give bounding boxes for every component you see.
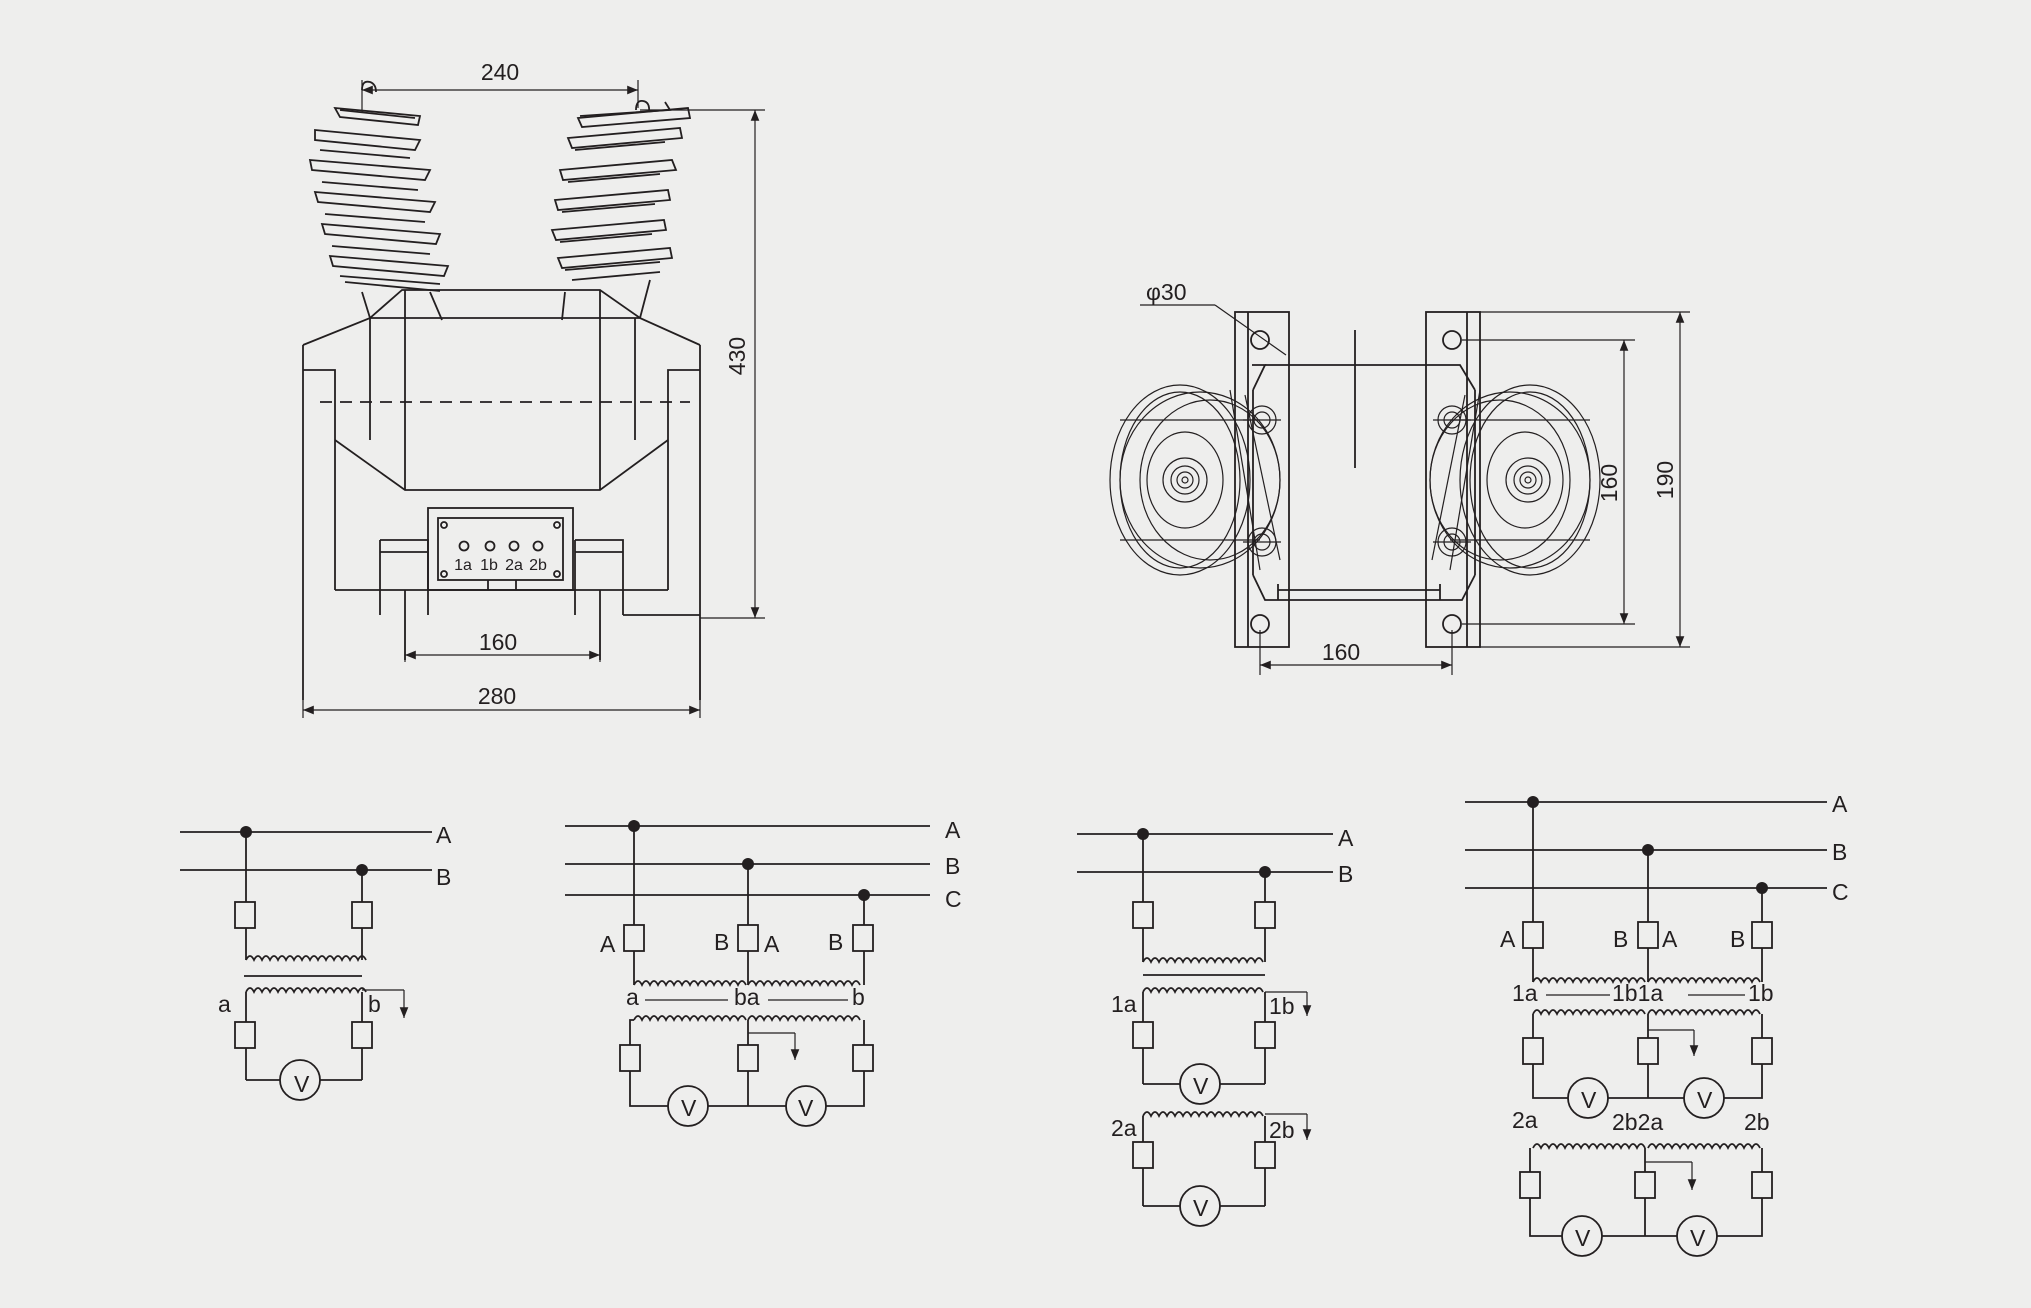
transformer-body — [302, 289, 701, 700]
terminal-label-1a: 1a — [454, 557, 472, 574]
c1-line-a: A — [436, 822, 452, 848]
c2-sec-a: a — [626, 984, 639, 1010]
c2-line-b: B — [945, 853, 960, 879]
c3-meter-2: V — [1193, 1195, 1209, 1221]
c3-sec1-left: 1a — [1111, 991, 1137, 1017]
c4-pri-a2: A — [1662, 926, 1678, 952]
c2-pri-a: A — [600, 931, 616, 957]
dim-160-front: 160 — [479, 629, 517, 655]
terminal-label-1b: 1b — [480, 557, 498, 574]
c1-sec-b: b — [368, 991, 381, 1017]
c4-sec1-right: 1b — [1748, 980, 1774, 1006]
c3-line-b: B — [1338, 861, 1353, 887]
c4-meter-3: V — [1575, 1225, 1591, 1251]
c4-meter-4: V — [1690, 1225, 1706, 1251]
dim-160-top-width: 160 — [1322, 639, 1360, 665]
core-body — [1252, 330, 1476, 601]
circuit-1-single-phase: A B a b V — [180, 822, 452, 1101]
c4-sec1-mid: 1b1a — [1612, 980, 1663, 1006]
c4-pri-a: A — [1500, 926, 1516, 952]
c1-line-b: B — [436, 864, 451, 890]
dim-280: 280 — [478, 683, 516, 709]
c2-line-c: C — [945, 886, 962, 912]
circuit-2-three-phase: A B C A B A B a ba b V V — [565, 817, 962, 1127]
right-insulator — [550, 100, 692, 321]
c4-meter-1: V — [1581, 1087, 1597, 1113]
c3-sec1-right: 1b — [1269, 993, 1295, 1019]
c4-sec2-left: 2a — [1512, 1107, 1538, 1133]
c1-sec-a: a — [218, 991, 231, 1017]
dim-phi30: φ30 — [1146, 279, 1187, 305]
c4-pri-b2: B — [1730, 926, 1745, 952]
c3-meter-1: V — [1193, 1073, 1209, 1099]
dim-240: 240 — [481, 59, 519, 85]
c4-line-b: B — [1832, 839, 1847, 865]
terminal-label-2a: 2a — [505, 557, 523, 574]
circuit-4-three-phase-dual: A B C A B A B 1a 1b1a 1b V V 2a 2b2a — [1465, 791, 1849, 1257]
left-coil — [1109, 384, 1281, 576]
c3-line-a: A — [1338, 825, 1354, 851]
terminal-label-2b: 2b — [529, 557, 547, 574]
left-insulator — [308, 80, 450, 321]
c3-sec2-right: 2b — [1269, 1117, 1295, 1143]
c2-pri-b2: B — [828, 929, 843, 955]
right-coil — [1429, 384, 1601, 576]
c4-sec2-right: 2b — [1744, 1109, 1770, 1135]
c3-sec2-left: 2a — [1111, 1115, 1137, 1141]
c2-line-a: A — [945, 817, 961, 843]
c4-line-c: C — [1832, 879, 1849, 905]
c2-sec-ba: ba — [734, 984, 760, 1010]
dim-430: 430 — [724, 337, 750, 375]
front-view-drawing: 1a 1b 2a 2b 240 430 160 280 — [302, 59, 765, 718]
circuit-3-dual-secondary: A B 1a 1b V 2a 2b V — [1077, 825, 1354, 1227]
c4-line-a: A — [1832, 791, 1848, 817]
dim-160-top-height: 160 — [1596, 464, 1622, 502]
mounting-bolts — [1243, 405, 1471, 557]
top-dimensions: φ30 160 160 190 — [1140, 279, 1690, 675]
c2-sec-b: b — [852, 984, 865, 1010]
c4-sec2-mid: 2b2a — [1612, 1109, 1663, 1135]
c4-sec1-left: 1a — [1512, 980, 1538, 1006]
c1-meter: V — [294, 1071, 310, 1097]
terminal-box: 1a 1b 2a 2b — [427, 507, 574, 591]
left-bracket — [1234, 311, 1290, 648]
front-dimensions: 240 430 160 280 — [302, 59, 765, 718]
c2-meter-1: V — [681, 1095, 697, 1121]
c4-meter-2: V — [1697, 1087, 1713, 1113]
right-bracket — [1425, 311, 1481, 648]
c2-meter-2: V — [798, 1095, 814, 1121]
top-view-drawing: φ30 160 160 190 — [1109, 279, 1690, 675]
c2-pri-b: B — [714, 929, 729, 955]
dim-190: 190 — [1652, 461, 1678, 499]
c2-pri-a2: A — [764, 931, 780, 957]
c4-pri-b: B — [1613, 926, 1628, 952]
